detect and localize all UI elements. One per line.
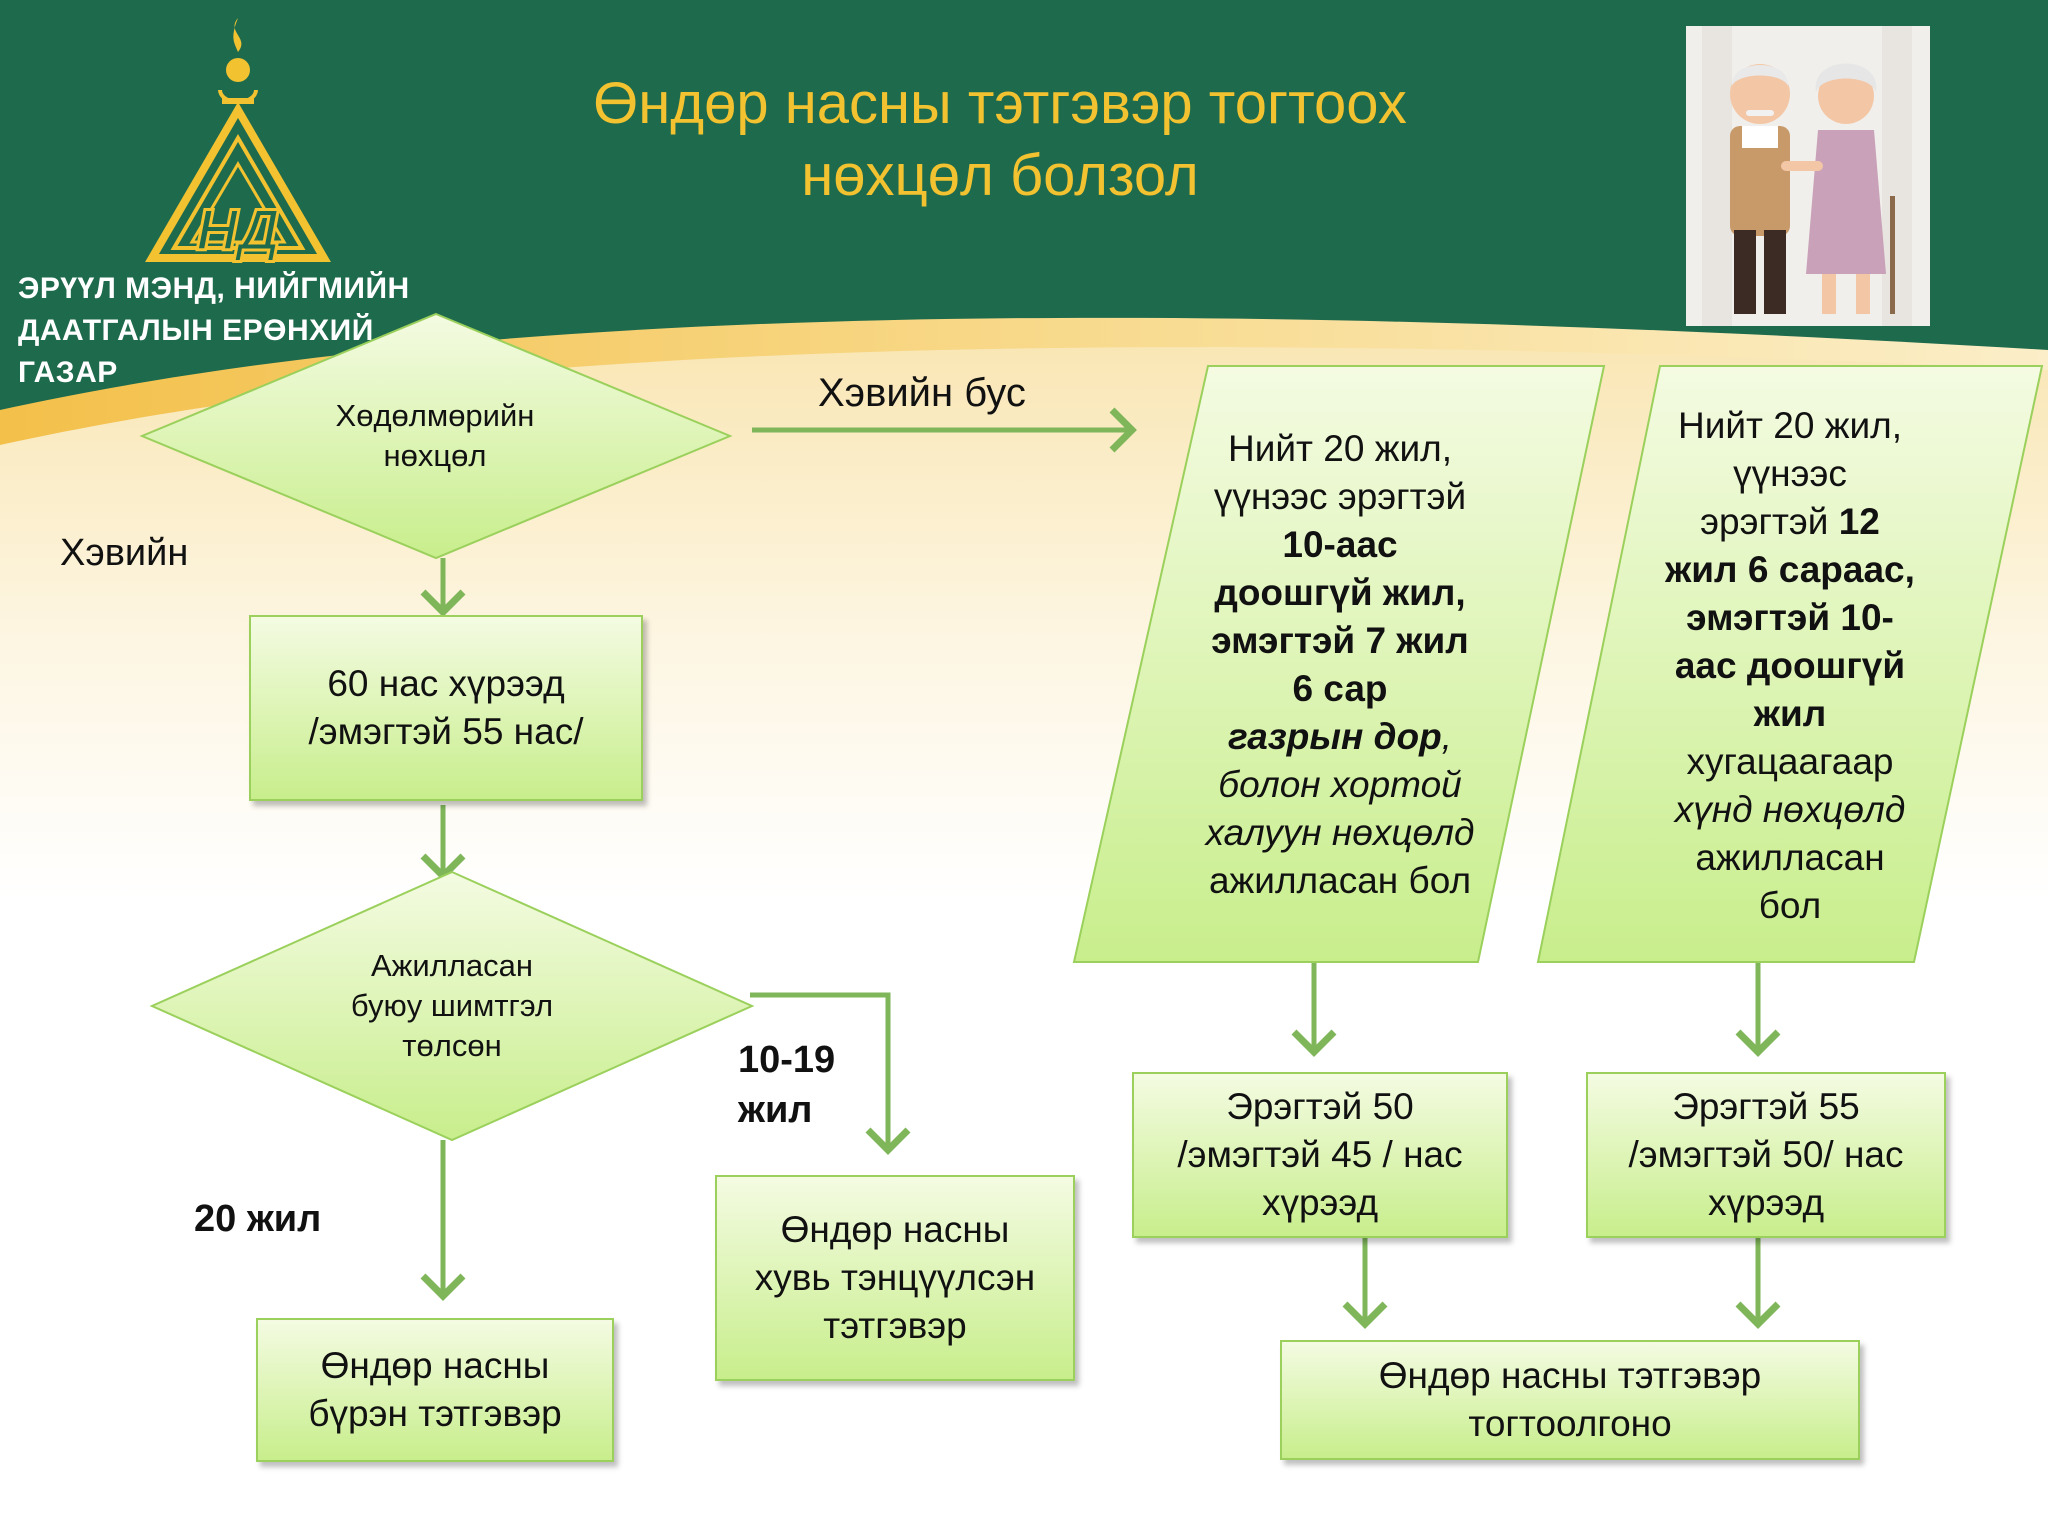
age-55-line-3: хүрээд — [1707, 1182, 1825, 1223]
age-50-line-2: /эмэгтэй 45 / нас — [1177, 1134, 1463, 1175]
underground-text: Нийт 20 жил, үүнээс эрэгтэй 10-аас доошг… — [1170, 425, 1510, 905]
abnormal-label: Хэвийн бус — [818, 371, 1026, 415]
hard-line-6: аас доошгүй — [1620, 642, 1960, 690]
partial-pension-line-3: тэтгэвэр — [823, 1305, 967, 1346]
org-line-1: ЭРҮҮЛ МЭНД, НИЙГМИЙН — [18, 272, 410, 305]
underground-line-9: халуун нөхцөлд — [1205, 812, 1475, 853]
age-50-line-3: хүрээд — [1261, 1182, 1379, 1223]
hard-condition-text: Нийт 20 жил, үүнээс эрэгтэй 12 жил 6 сар… — [1620, 402, 1960, 930]
full-pension-box: Өндөр насны бүрэн тэтгэвэр — [256, 1318, 614, 1462]
org-line-2: ДААТГАЛЫН ЕРӨНХИЙ ГАЗАР — [18, 314, 374, 389]
underground-line-7: газрын дор, — [1170, 713, 1510, 761]
hard-line-3-bold: 12 — [1838, 501, 1880, 542]
partial-pension-line-1: Өндөр насны — [780, 1209, 1010, 1250]
age-55-box: Эрэгтэй 55 /эмэгтэй 50/ нас хүрээд — [1586, 1072, 1946, 1238]
hard-line-3-regular: эрэгтэй — [1700, 501, 1839, 542]
years-partial-label: 10-19 жил — [738, 1035, 835, 1135]
underground-line-4: доошгүй жил, — [1214, 572, 1466, 613]
hard-line-2: үүнээс — [1733, 453, 1847, 494]
underground-line-7-bold: газрын дор — [1228, 716, 1442, 757]
underground-line-8: болон хортой — [1218, 764, 1462, 805]
contribution-line-2: буюу шимтгэл — [350, 988, 554, 1023]
hard-line-11: бол — [1758, 885, 1822, 926]
underground-line-5: эмэгтэй 7 жил — [1211, 620, 1469, 661]
final-line-2: тогтоолгоно — [1468, 1403, 1672, 1444]
age-50-line-1: Эрэгтэй 50 — [1226, 1086, 1414, 1127]
hard-line-1: Нийт 20 жил, — [1677, 405, 1902, 446]
organization-name: ЭРҮҮЛ МЭНД, НИЙГМИЙН ДААТГАЛЫН ЕРӨНХИЙ Г… — [18, 268, 458, 394]
final-line-1: Өндөр насны тэтгэвэр — [1378, 1355, 1762, 1396]
work-condition-line-1: Хөдөлмөрийн — [335, 398, 535, 433]
hard-line-4: жил 6 сараас, — [1665, 549, 1915, 590]
final-result-box: Өндөр насны тэтгэвэр тогтоолгоно — [1280, 1340, 1860, 1460]
underground-line-2: үүнээс эрэгтэй — [1213, 476, 1467, 517]
hard-line-7: жил — [1753, 693, 1827, 734]
contribution-text: Ажилласан буюу шимтгэл төлсөн — [270, 942, 634, 1070]
years-partial-line-1: 10-19 — [738, 1039, 836, 1081]
years-partial-line-2: жил — [738, 1089, 813, 1131]
logo-letters: НД — [196, 198, 280, 263]
age-60-box: 60 нас хүрээд /эмэгтэй 55 нас/ — [249, 615, 643, 801]
contribution-line-1: Ажилласан — [370, 948, 533, 983]
contribution-diamond — [149, 870, 755, 1142]
underground-line-1: Нийт 20 жил, — [1227, 428, 1452, 469]
normal-label: Хэвийн — [60, 532, 189, 574]
work-condition-diamond — [139, 312, 733, 560]
underground-parallelogram — [1072, 365, 1606, 963]
title-line-1: Өндөр насны тэтгэвэр тогтоох — [593, 71, 1407, 136]
elderly-couple-image — [1686, 26, 1930, 326]
hard-line-8: хугацаагаар — [1686, 741, 1894, 782]
underground-line-6: 6 сар — [1292, 668, 1388, 709]
arrow-contribution-to-partial — [750, 992, 911, 1155]
full-pension-line-2: бүрэн тэтгэвэр — [308, 1393, 562, 1434]
page-title: Өндөр насны тэтгэвэр тогтоох нөхцөл болз… — [420, 68, 1580, 212]
underground-line-3: 10-аас — [1282, 524, 1398, 565]
partial-pension-box: Өндөр насны хувь тэнцүүлсэн тэтгэвэр — [715, 1175, 1075, 1381]
underground-line-10: ажилласан бол — [1208, 860, 1472, 901]
hard-line-6-a: аас — [1674, 645, 1737, 686]
partial-pension-line-2: хувь тэнцүүлсэн — [754, 1257, 1036, 1298]
hard-line-5: эмэгтэй 10- — [1686, 597, 1894, 638]
contribution-line-3: төлсөн — [402, 1028, 502, 1063]
age-60-line-2: /эмэгтэй 55 нас/ — [308, 711, 584, 752]
age-55-line-1: Эрэгтэй 55 — [1672, 1086, 1860, 1127]
full-pension-line-1: Өндөр насны — [320, 1345, 550, 1386]
hard-line-3: эрэгтэй 12 — [1620, 498, 1960, 546]
underground-line-7-comma: , — [1441, 716, 1452, 757]
age-60-line-1: 60 нас хүрээд — [327, 663, 565, 704]
hard-condition-parallelogram — [1536, 365, 2044, 963]
title-line-2: нөхцөл болзол — [801, 143, 1199, 208]
age-50-box: Эрэгтэй 50 /эмэгтэй 45 / нас хүрээд — [1132, 1072, 1508, 1238]
work-condition-text: Хөдөлмөрийн нөхцөл — [260, 390, 610, 482]
work-condition-line-2: нөхцөл — [383, 438, 487, 473]
years-full-label: 20 жил — [194, 1198, 322, 1240]
age-55-line-2: /эмэгтэй 50/ нас — [1628, 1134, 1904, 1175]
hard-line-6-b: доошгүй — [1736, 645, 1906, 686]
hard-line-9: хүнд нөхцөлд — [1674, 789, 1906, 830]
hard-line-10: ажилласан — [1695, 837, 1885, 878]
logo-emblem: НД — [145, 18, 331, 264]
